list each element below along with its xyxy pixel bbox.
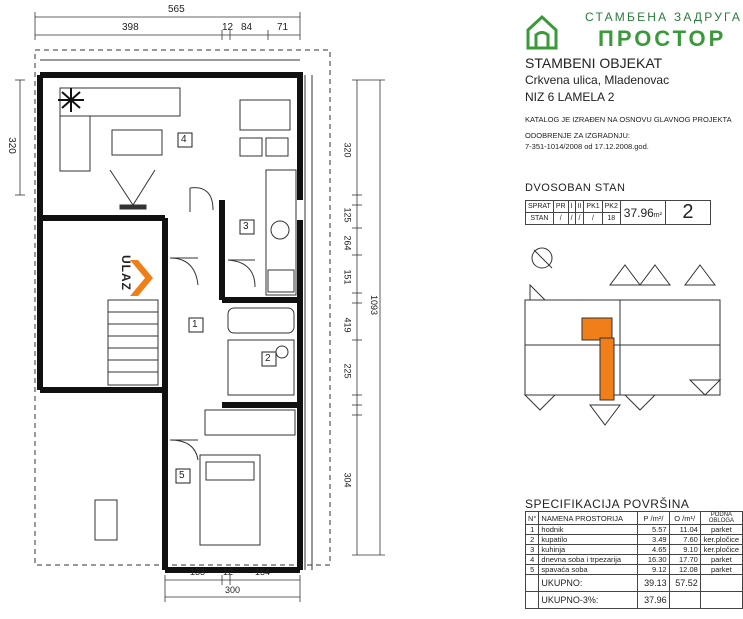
floor-header-cell: SPRAT — [525, 200, 554, 213]
floor-row-cell: / — [574, 212, 585, 225]
floor-row-cell: / — [583, 212, 603, 225]
dim-right-1: 320 — [342, 142, 353, 158]
area-header: O /m¹/ — [668, 511, 701, 525]
dim-right-total: 1093 — [369, 294, 380, 316]
floor-header-cell: PR — [552, 200, 569, 213]
dim-right-3: 125 — [342, 207, 353, 223]
area-table: N° NAMENA PROSTORIJA P /m²/ O /m¹/ PODNA… — [524, 511, 743, 609]
dim-top-total: 565 — [168, 4, 185, 15]
dim-right-8: 225 — [342, 363, 353, 379]
floor-row-cell: / — [567, 212, 576, 225]
dim-right-7: 419 — [342, 317, 353, 333]
plant-icon — [58, 88, 84, 112]
room-tag-3: 3 — [243, 221, 249, 232]
floor-header-cell: I — [567, 200, 576, 213]
area-header: P /m²/ — [637, 511, 670, 525]
project-address: Crkvena ulica, Mladenovac — [525, 73, 670, 87]
reduced-total-row: UKUPNO-3%:37.96 — [524, 591, 743, 609]
room-tag-2: 2 — [265, 353, 271, 364]
apartment-type: DVOSOBAN STAN — [525, 182, 626, 194]
dim-top-1: 398 — [122, 22, 139, 33]
permit-number: 7-351-1014/2008 od 17.12.2008.god. — [525, 142, 649, 151]
dim-bottom-1: 133 — [190, 567, 206, 577]
dim-top-2: 12 — [222, 22, 234, 33]
area-header: N° — [524, 511, 540, 525]
dim-top-3: 84 — [241, 22, 253, 33]
spec-title: SPECIFIKACIJA POVRŠINA — [525, 497, 690, 511]
house-logo-icon — [526, 14, 558, 50]
project-title: STAMBENI OBJEKAT — [525, 55, 663, 71]
floor-row-cell: / — [552, 212, 569, 225]
area-header: NAMENA PROSTORIJA — [538, 511, 639, 525]
floor-header-cell: PK2 — [601, 200, 621, 213]
company-name-line1: СТАМБЕНА ЗАДРУГА — [585, 10, 743, 24]
dim-bottom-total: 300 — [225, 585, 241, 595]
entrance-arrow-icon — [130, 260, 153, 296]
dim-left: 320 — [5, 137, 17, 154]
floor-row-cell: 18 — [601, 212, 621, 225]
floor-header-cell: II — [574, 200, 585, 213]
apartment-number: 2 — [664, 200, 711, 225]
dimension-lines — [15, 12, 385, 602]
floor-row-cell: STAN — [525, 212, 554, 225]
catalog-note: KATALOG JE IZRAĐEN NA OSNOVU GLAVNOG PRO… — [525, 115, 732, 124]
room-tag-1: 1 — [192, 319, 198, 330]
dim-bottom-3: 154 — [255, 567, 271, 577]
permit-title: ODOBRENJE ZA IZGRADNJU: — [525, 131, 631, 140]
project-block: NIZ 6 LAMELA 2 — [525, 90, 615, 104]
company-name-line2: ПРОСТОР — [598, 26, 727, 51]
dim-bottom-2: 12 — [223, 567, 234, 577]
floor-table: SPRAT PR I II PK1 PK2 37.96m² 2 STAN / /… — [525, 200, 711, 225]
walls — [37, 72, 303, 573]
entrance-label: ULAZ — [119, 255, 133, 291]
room-tag-4: 4 — [181, 134, 187, 145]
floor-header-cell: PK1 — [583, 200, 603, 213]
dim-top-4: 71 — [277, 22, 289, 33]
apartment-area: 37.96m² — [619, 200, 666, 225]
dim-right-11: 304 — [342, 472, 353, 488]
room-tag-5: 5 — [179, 470, 185, 481]
area-header: PODNA OBLOGA — [699, 511, 743, 525]
dim-right-4: 264 — [342, 235, 353, 251]
dim-right-5: 151 — [342, 269, 353, 285]
key-plan — [523, 247, 722, 426]
